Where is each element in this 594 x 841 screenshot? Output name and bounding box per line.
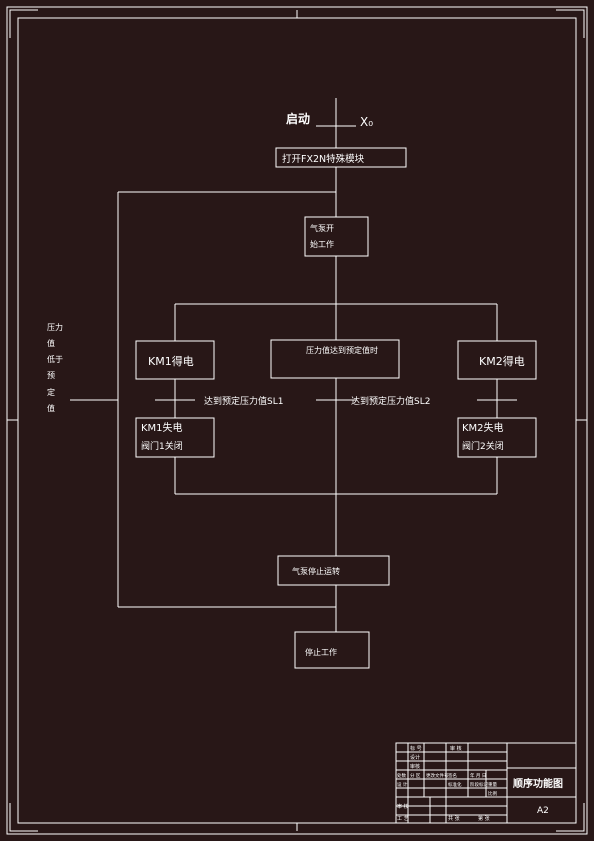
title-cell: 审核 <box>410 763 420 770</box>
step-pump-start <box>304 216 369 257</box>
drawing-title: 顺序功能图 <box>513 777 563 790</box>
side-note-line: 值 <box>47 403 55 413</box>
km2-off-line1: KM2失电 <box>462 421 504 434</box>
km1-power-label: KM1得电 <box>148 355 194 368</box>
step-km1-power <box>135 340 215 380</box>
title-cell: 标 号 <box>410 745 422 752</box>
sl2-condition-label: 达到预定压力值SL2 <box>351 395 430 407</box>
step-pressure-reached <box>270 339 400 379</box>
side-note-line: 值 <box>47 338 55 348</box>
side-note-line: 预 <box>47 370 55 380</box>
title-cell: 标准化 <box>448 781 462 788</box>
title-cell: 工 艺 <box>397 816 409 822</box>
pump-start-line2: 始工作 <box>310 239 334 249</box>
sl1-condition-label: 达到预定压力值SL1 <box>204 395 283 407</box>
open-module-label: 打开FX2N特殊模块 <box>282 153 365 165</box>
title-cell: 设计 <box>410 754 420 761</box>
km2-off-line2: 阀门2关闭 <box>462 440 504 452</box>
pump-start-line1: 气泵开 <box>310 223 334 233</box>
km1-off-line1: KM1失电 <box>141 421 183 434</box>
stop-work-label: 停止工作 <box>305 647 337 657</box>
title-cell: 阶段标记 <box>470 781 488 788</box>
title-block <box>395 742 577 824</box>
km2-power-label: KM2得电 <box>479 355 525 368</box>
side-note-line: 定 <box>47 387 55 397</box>
title-cell: 比例 <box>488 790 497 797</box>
corner-marks <box>7 9 587 832</box>
title-block-cells: 标 号 审 核 设计 审核 处数 分 区 更改文件号 签名 年 月 日 设 计 … <box>397 745 497 822</box>
side-note-line: 压力 <box>47 322 63 332</box>
title-cell: 共 张 <box>448 815 460 822</box>
x0-label: X₀ <box>360 115 373 129</box>
step-km2-off <box>457 417 537 458</box>
title-cell: 更改文件号 <box>426 772 449 779</box>
title-cell: 设 计 <box>397 781 408 788</box>
title-cell: 年 月 日 <box>470 772 486 779</box>
pressure-reached-label: 压力值达到预定值时 <box>306 345 378 355</box>
side-note: 压力 值 低于 预 定 值 <box>47 322 63 413</box>
flow-lines <box>70 98 517 632</box>
side-note-line: 低于 <box>47 354 63 364</box>
step-km2-power <box>457 340 537 380</box>
title-cell: 审 核 <box>450 745 462 752</box>
outer-frame <box>6 6 588 835</box>
title-cell: 重量 <box>488 781 497 788</box>
title-cell: 审 核 <box>397 803 409 810</box>
inner-frame <box>17 17 577 824</box>
step-km1-off <box>135 417 215 458</box>
step-stop-work <box>294 631 370 669</box>
sheet-size: A2 <box>537 806 549 816</box>
title-cell: 处数 <box>397 772 406 779</box>
pump-stop-label: 气泵停止运转 <box>292 566 340 576</box>
step-pump-stop <box>277 555 390 586</box>
km1-off-line2: 阀门1关闭 <box>141 440 183 452</box>
title-cell: 第 张 <box>478 815 490 822</box>
title-cell: 分 区 <box>410 772 421 779</box>
title-cell: 签名 <box>448 772 457 779</box>
start-label: 启动 <box>286 111 310 126</box>
step-open-module <box>275 147 407 168</box>
